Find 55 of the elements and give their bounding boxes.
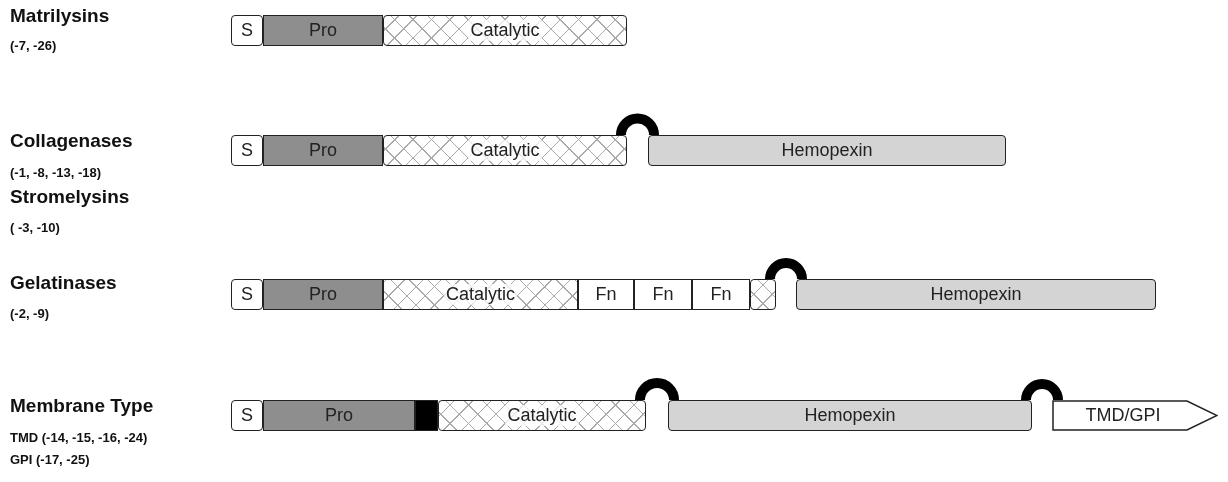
domain-arrow: [1052, 400, 1218, 431]
linker-block: [415, 400, 438, 431]
domain-label: Pro: [308, 284, 338, 305]
domain-label: S: [240, 284, 254, 305]
domain-label: Hemopexin: [803, 405, 897, 426]
member-list: TMD (-14, -15, -16, -24): [10, 430, 148, 445]
domain-box: [383, 135, 627, 166]
domain-label: S: [240, 20, 254, 41]
hinge-arc: [635, 378, 679, 401]
domain-box: [231, 400, 263, 431]
domain-label: S: [240, 140, 254, 161]
domain-box: [796, 279, 1156, 310]
domain-label: Fn: [651, 284, 675, 305]
group-name: Collagenases: [10, 130, 133, 152]
domain-label: Pro: [324, 405, 354, 426]
domain-label: TMD/GPI: [1084, 405, 1162, 426]
domain-label: Catalytic: [468, 20, 542, 41]
domain-box: [231, 15, 263, 46]
domain-box: [263, 279, 383, 310]
domain-box: [263, 135, 383, 166]
hinge-arc: [765, 258, 807, 280]
domain-box: [231, 279, 263, 310]
domain-label: Pro: [308, 140, 338, 161]
domain-box: [634, 279, 692, 310]
group-name: Matrilysins: [10, 5, 110, 27]
group-name: Stromelysins: [10, 186, 130, 208]
domain-label: Catalytic: [505, 405, 579, 426]
domain-label: Fn: [594, 284, 618, 305]
domain-box: [438, 400, 646, 431]
member-list: (-2, -9): [10, 306, 49, 321]
domain-box: [263, 15, 383, 46]
domain-label: Hemopexin: [929, 284, 1023, 305]
member-list: GPI (-17, -25): [10, 452, 90, 467]
member-list: (-7, -26): [10, 38, 57, 53]
domain-box: [750, 279, 776, 310]
domain-box: [383, 279, 578, 310]
domain-box: [231, 135, 263, 166]
domain-label: Hemopexin: [780, 140, 874, 161]
hinge-arc: [1021, 379, 1063, 401]
domain-label: Fn: [709, 284, 733, 305]
member-list: ( -3, -10): [10, 220, 60, 235]
domain-label: Catalytic: [444, 284, 517, 305]
hinge-arc: [616, 113, 659, 136]
domain-label: Catalytic: [468, 140, 542, 161]
member-list: (-1, -8, -13, -18): [10, 165, 102, 180]
domain-box: [668, 400, 1032, 431]
domain-label: S: [240, 405, 254, 426]
domain-box: [263, 400, 415, 431]
domain-box: [383, 15, 627, 46]
domain-label: Pro: [308, 20, 338, 41]
group-name: Gelatinases: [10, 272, 117, 294]
group-name: Membrane Type: [10, 395, 154, 417]
domain-box: [692, 279, 750, 310]
domain-box: [578, 279, 634, 310]
domain-box: [648, 135, 1006, 166]
